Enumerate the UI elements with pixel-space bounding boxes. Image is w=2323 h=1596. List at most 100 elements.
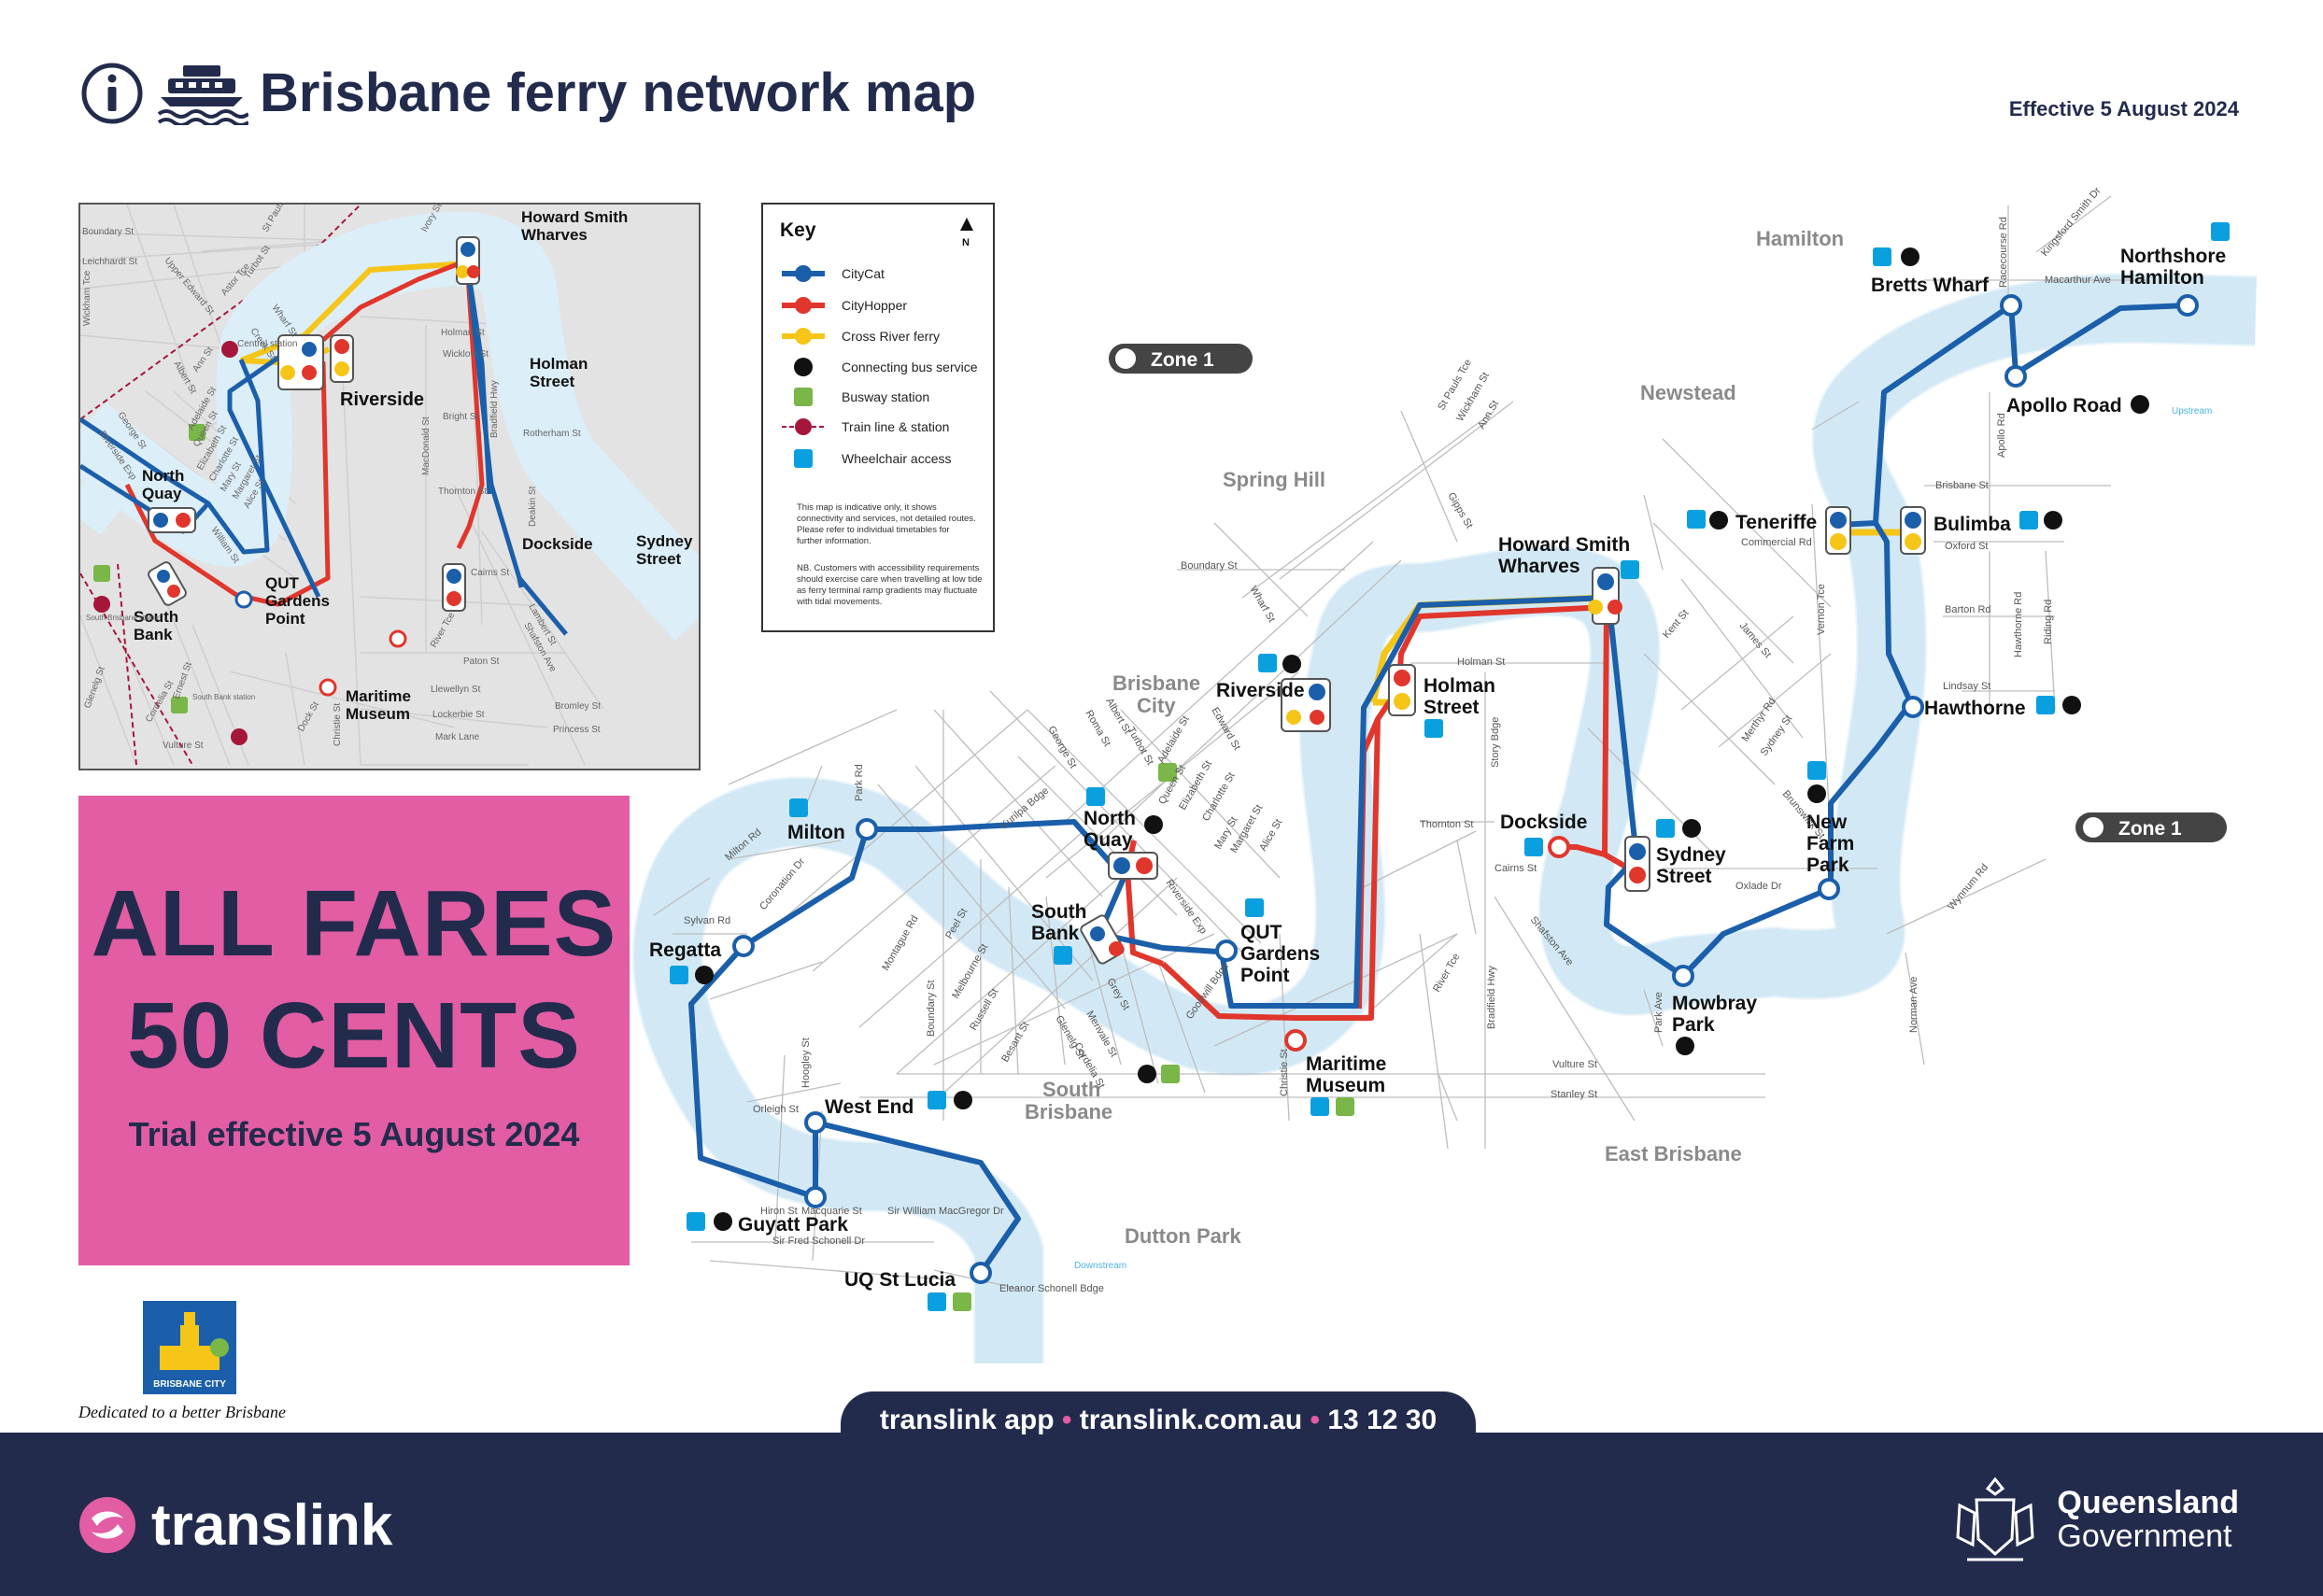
new-farm-park-station <box>1818 878 1840 900</box>
north-quay-station <box>1108 852 1158 880</box>
road-label: Sir William MacGregor Dr <box>887 1206 1004 1217</box>
inset-road: Vulture St <box>163 741 204 751</box>
wheelchair-icon <box>928 1292 946 1311</box>
qld-crest-icon <box>1956 1476 2034 1561</box>
qld-line-2: Government <box>2057 1518 2232 1554</box>
label-mowbray-park-1: Mowbray <box>1672 993 1757 1014</box>
road-label: Ann St <box>1476 399 1501 431</box>
label-south-bank-1: South <box>1031 901 1086 923</box>
inset-road: Princess St <box>553 725 601 735</box>
key-disclaimer: further information. <box>797 536 871 546</box>
contact-website[interactable]: translink.com.au <box>1079 1405 1303 1435</box>
key-label: Connecting bus service <box>842 360 978 374</box>
wheelchair-icon <box>1656 819 1675 838</box>
west-end-station <box>804 1111 827 1134</box>
inset-road: Wickham Tce <box>82 270 92 326</box>
train-icon <box>795 418 812 435</box>
busway-icon <box>1336 1097 1354 1116</box>
wheelchair-icon <box>928 1091 946 1109</box>
road-label: Thornton St <box>1420 819 1473 830</box>
suburb-hamilton: Hamilton <box>1756 227 1844 250</box>
busway-icon <box>794 388 813 406</box>
road-label: Macquarie St <box>801 1206 862 1217</box>
label-new-farm-park-2: Farm <box>1806 833 1854 854</box>
wheelchair-icon <box>1086 787 1105 806</box>
inset-label: Sydney <box>636 532 693 550</box>
street-grid <box>653 195 2148 1290</box>
bus-icon <box>1676 1037 1694 1055</box>
inset-label: North <box>142 467 184 485</box>
road-label: Norman Ave <box>1908 977 1919 1033</box>
inset-road: Holman St <box>441 328 485 338</box>
main-ferry-map[interactable]: Zone 1 Zone 1 Hamilton Newstead Spring H… <box>0 0 2323 1438</box>
key-label: CityHopper <box>842 298 907 313</box>
zone-badge-north: Zone 1 <box>1109 344 1253 374</box>
maritime-museum-station <box>1284 1029 1307 1052</box>
inset-road: Mark Lane <box>435 732 480 742</box>
riverside-station <box>1281 678 1331 732</box>
label-mowbray-park-2: Park <box>1672 1014 1715 1036</box>
label-qut-2: Gardens <box>1240 943 1320 965</box>
contact-phone[interactable]: 13 12 30 <box>1327 1405 1438 1435</box>
key-note: should exercise care when travelling at … <box>797 574 983 585</box>
inset-label: Gardens <box>265 592 330 610</box>
zone-label: Zone 1 <box>1151 349 1214 371</box>
road-label: Vulture St <box>1552 1059 1597 1070</box>
sydney-street-station <box>1624 836 1650 892</box>
road-label: Lindsay St <box>1943 681 1990 692</box>
label-teneriffe: Teneriffe <box>1735 512 1817 533</box>
inset-road: Thornton St <box>438 487 487 497</box>
downstream-note: Downstream <box>1074 1261 1126 1271</box>
upstream-note: Upstream <box>2172 406 2212 417</box>
contact-app[interactable]: translink app <box>879 1405 1055 1435</box>
road-label: Edward St <box>1209 706 1242 753</box>
inset-road: Lockerbie St <box>432 710 485 720</box>
zone-badge-east: Zone 1 <box>2075 812 2227 842</box>
station-labels: Northshore Hamilton Bretts Wharf Apollo … <box>649 246 2226 1291</box>
holman-street-station <box>1388 664 1416 716</box>
label-north-quay-2: Quay <box>1084 829 1133 851</box>
inset-label: Howard Smith <box>521 208 628 226</box>
road-label: Riverside Exp <box>1164 878 1210 936</box>
wheelchair-icon <box>1258 654 1277 672</box>
south-bank-station <box>1080 914 1125 965</box>
brisbane-river <box>633 275 2257 1363</box>
road-label: Story Bdge <box>1490 717 1501 768</box>
road-label: Racecourse Rd <box>1998 217 2009 288</box>
wheelchair-icon <box>1687 510 1706 529</box>
road-label: Melbourne St <box>950 942 990 1001</box>
road-label: Park Ave <box>1653 992 1664 1033</box>
page-title: Brisbane ferry network map <box>260 63 977 123</box>
road-label: Kingsford Smith Dr <box>2039 185 2103 259</box>
inset-road: Leichhardt St <box>82 257 137 267</box>
bulimba-station <box>1900 506 1926 555</box>
teneriffe-station <box>1825 506 1851 555</box>
north-label: N <box>962 237 970 248</box>
north-arrow-icon <box>960 218 973 231</box>
road-label: Vernon Tce <box>1816 584 1827 635</box>
wheelchair-icon <box>789 798 808 817</box>
inset-road: Bradfield Hwy <box>489 380 500 438</box>
citycat-icon <box>795 265 812 282</box>
suburb-south-brisbane-1: South <box>1042 1078 1100 1101</box>
bus-icon <box>1807 784 1826 803</box>
inset-road: Boundary St <box>82 227 134 237</box>
road-label: Hiron St <box>760 1206 798 1217</box>
label-milton: Milton <box>787 822 845 843</box>
inset-map[interactable]: Howard Smith Wharves Holman Street River… <box>78 203 701 770</box>
wheelchair-icon <box>1245 898 1264 917</box>
road-label: Wharf St <box>1247 585 1277 625</box>
uq-st-lucia-station <box>970 1262 992 1284</box>
road-label: Cairns St <box>1494 863 1537 874</box>
inset-road: Llewellyn St <box>431 685 481 695</box>
road-label: Stanley St <box>1551 1089 1597 1100</box>
label-howard-smith-2: Wharves <box>1498 556 1580 577</box>
label-apollo-road: Apollo Road <box>2006 395 2122 417</box>
northshore-hamilton-station <box>2176 294 2199 317</box>
road-label: Hawthorne Rd <box>2013 592 2024 657</box>
dockside-station <box>1548 836 1570 858</box>
inset-label: Wharves <box>521 226 588 244</box>
busway-icon <box>1158 763 1177 782</box>
road-label: Russell St <box>968 987 1000 1033</box>
road-label: Brisbane St <box>1935 480 1989 491</box>
